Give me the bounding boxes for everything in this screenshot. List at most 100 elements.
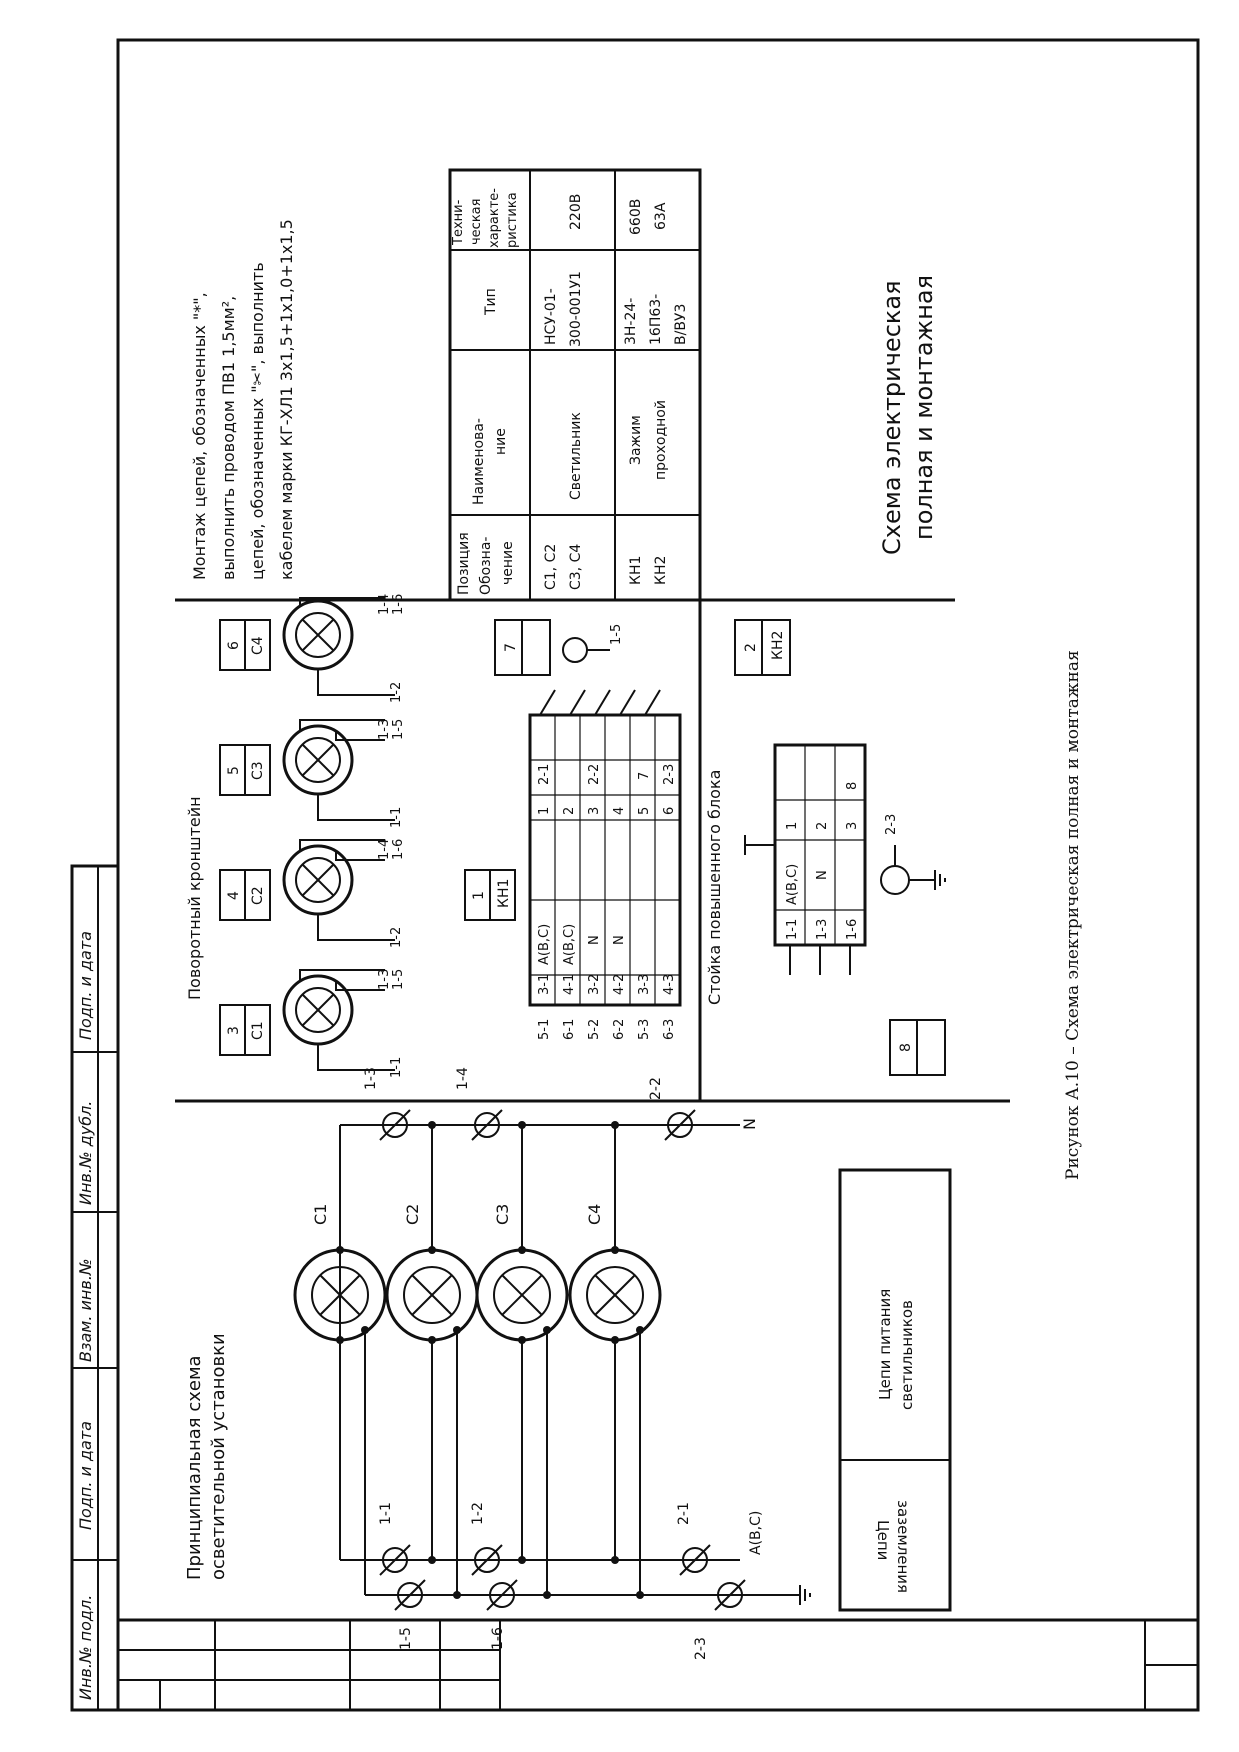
bracket-wire-c4-6: 1-6: [391, 594, 406, 615]
stamp-cell-vzam-inv: Взам. инв.№: [76, 1258, 95, 1362]
kn1-r4-c3: N: [612, 935, 627, 945]
kn1-r3-c5: 2-2: [587, 764, 602, 785]
bracket-wire-c2-6: 1-6: [391, 839, 406, 860]
legend-left-2: заземления: [894, 1500, 912, 1593]
bom-row2-pos-2: КН2: [653, 556, 669, 585]
notes-block: Монтаж цепей, обозначенных "*", выполнит…: [190, 219, 296, 580]
bracket-lamps: [282, 599, 354, 1046]
kn2-r1-c2: А(В,С): [785, 864, 800, 905]
bom-header-pos-2: Обозна-: [478, 537, 494, 595]
kn1-r4-c1: 6-2: [612, 1019, 627, 1040]
legend-box: Цепи заземления Цепи питания светильнико…: [838, 1168, 952, 1612]
kn2-r3-c3: 3: [845, 822, 860, 830]
kn2-r2-c2: N: [815, 870, 830, 880]
kn1-r4-c2: 4-2: [612, 974, 627, 995]
pos-4-code: С2: [250, 886, 266, 905]
bracket-wire-c2-4: 1-4: [377, 839, 392, 860]
kn1-table: [528, 713, 682, 1007]
bracket-wire-c3-3: 1-3: [377, 719, 392, 740]
bracket-wire-c4-2: 1-2: [389, 682, 404, 703]
kn1-r1-c1: 5-1: [537, 1019, 552, 1040]
bom-row1-pos-2: С3, С4: [568, 544, 584, 590]
bus-label-n: N: [740, 1118, 759, 1130]
terminal-label-1-2: 1-2: [470, 1502, 486, 1525]
stamp-cell-inv-podl: Инв.№ подл.: [76, 1595, 95, 1700]
pos-6-code: С4: [250, 636, 266, 655]
terminal-label-1-4: 1-4: [455, 1067, 471, 1090]
kn2-ground-wire: 2-3: [884, 814, 899, 835]
pos-5-code: С3: [250, 761, 266, 780]
ground-icon: [780, 1585, 811, 1605]
terminal-label-2-1: 2-1: [676, 1502, 692, 1525]
lamp-label-c2: С2: [403, 1204, 422, 1225]
kn2-r2-c1: 1-3: [815, 919, 830, 940]
bom-row1-type-1: НСУ-01-: [543, 288, 559, 345]
kn1-r2-c3: А(В,С): [562, 924, 577, 965]
pos-6-num: 6: [226, 641, 242, 650]
kn1-r6-c2: 4-3: [662, 974, 677, 995]
principal-schema: Принципиальная схема осветительной устан…: [184, 1067, 811, 1660]
legend-right-2: светильников: [898, 1300, 916, 1410]
kn1-r6-c5: 2-3: [662, 764, 677, 785]
bom-header-spec-2: ческая: [469, 199, 484, 245]
kn1-r3-c2: 3-2: [587, 974, 602, 995]
drawing-title-line-1: Схема электрическая: [878, 280, 906, 555]
bom-row2-spec-1: 660В: [628, 199, 644, 235]
lamp-label-c4: С4: [585, 1204, 604, 1225]
bom-row2-type-3: В/ВУ3: [673, 304, 689, 345]
terminal-label-2-3: 2-3: [693, 1637, 709, 1660]
rotated-content: Монтаж цепей, обозначенных "*", выполнит…: [184, 168, 1083, 1660]
principal-title-1: Принципиальная схема: [184, 1355, 205, 1580]
bom-row2-spec-2: 63А: [653, 202, 669, 230]
kn1-r3-c1: 5-2: [587, 1019, 602, 1040]
bracket-wire-c1-5: 1-5: [391, 969, 406, 990]
bracket-wire-c1-1: 1-1: [389, 1057, 404, 1078]
bom-header-spec-4: ристика: [505, 192, 520, 248]
terminal-bottom-a-icons: [379, 1544, 711, 1576]
bom-row1-type-2: 300-001У1: [568, 271, 584, 347]
note-line-3: цепей, обозначенных "✂", выполнить: [248, 262, 267, 580]
title-block: [118, 1618, 1198, 1710]
note-line-2: выполнить проводом ПВ1 1,5мм²,: [219, 296, 238, 580]
bom-row1-pos-1: С1, С2: [543, 544, 559, 590]
kn1-r2-c4: 2: [562, 807, 577, 815]
drawing-title-line-2: полная и монтажная: [910, 275, 938, 540]
figure-caption: Рисунок А.10 – Схема электрическая полна…: [1063, 650, 1083, 1180]
kn1-r6-c1: 6-3: [662, 1019, 677, 1040]
terminal-label-1-6: 1-6: [490, 1627, 506, 1650]
pos-3-code: С1: [250, 1021, 266, 1040]
bracket-wire-c4-4: 1-4: [377, 594, 392, 615]
kn1-r3-c4: 3: [587, 807, 602, 815]
legend-right-1: Цепи питания: [876, 1289, 894, 1400]
kn2-table: [773, 743, 867, 947]
bom-header-pos-1: Позиция: [456, 532, 472, 595]
bom-table: Позиция Обозна- чение Наименова- ние Тип…: [448, 168, 702, 602]
bracket-wire-c3-1: 1-1: [389, 807, 404, 828]
kn1-r1-c2: 3-1: [537, 974, 552, 995]
terminal-bottom-b-icons: [394, 1579, 746, 1611]
bracket-wire-c1-3: 1-3: [377, 969, 392, 990]
bom-row2-name-1: Зажим: [628, 415, 644, 465]
bracket-wire-c3-5: 1-5: [391, 719, 406, 740]
stand-section: Стойка повышенного блока 2 КН2 1-1 А(В,С…: [705, 619, 946, 1076]
kn1-r2-c1: 6-1: [562, 1019, 577, 1040]
box8-num: 8: [898, 1043, 914, 1052]
kn2-ground-circle-icon: [880, 865, 910, 895]
bom-row2-type-2: 16П63-: [648, 294, 664, 345]
kn1-r2-c2: 4-1: [562, 974, 577, 995]
kn1-r1-c4: 1: [537, 807, 552, 815]
kn1-r3-c3: N: [587, 935, 602, 945]
note-line-4: кабелем марки КГ-ХЛ1 3х1,5+1х1,0+1х1,5: [277, 219, 296, 580]
bom-header-name-1: Наименова-: [471, 418, 487, 505]
stamp-cell-podp-data-2: Подп. и дата: [76, 931, 95, 1040]
lamp-label-c1: С1: [311, 1204, 330, 1225]
bom-header-spec-1: Техни-: [451, 199, 466, 246]
bom-row2-type-1: 3Н-24-: [623, 298, 639, 345]
bom-header-spec-3: характе-: [487, 188, 502, 248]
stand-title: Стойка повышенного блока: [705, 770, 724, 1005]
ground-circle-icon: [562, 637, 588, 663]
bom-header-type: Тип: [483, 288, 499, 316]
terminal-label-1-1: 1-1: [378, 1502, 394, 1525]
kn2-num: 2: [743, 643, 759, 652]
kn1-r1-c5: 2-1: [537, 764, 552, 785]
